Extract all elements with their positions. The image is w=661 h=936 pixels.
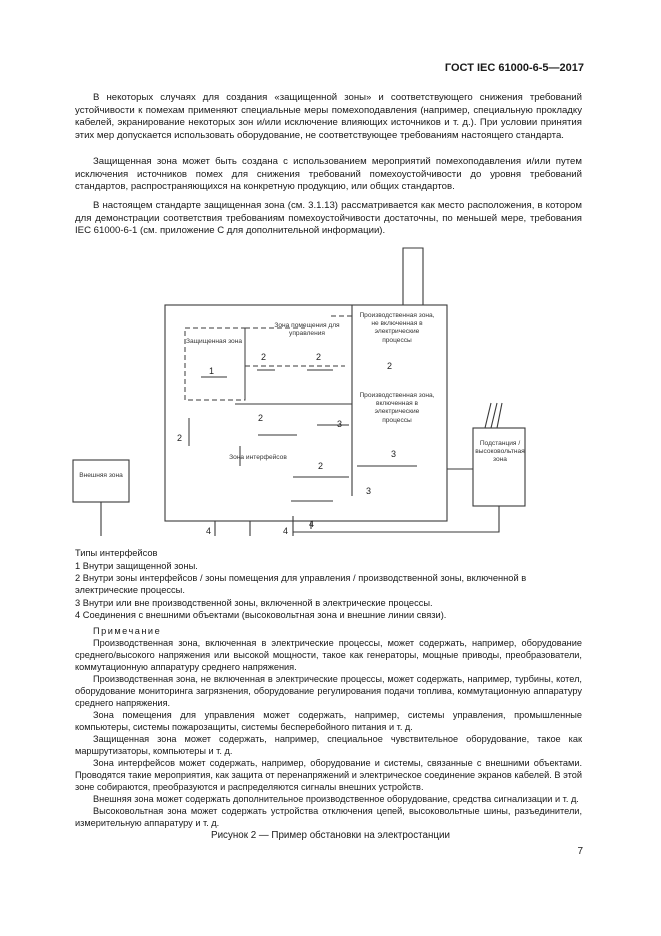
production-zone-involved-label: Производственная зона, включенная в элек…	[359, 392, 435, 424]
interface-number: 3	[337, 419, 343, 429]
note-heading: Примечание	[93, 626, 162, 636]
interface-number: 2	[387, 361, 393, 371]
note-item: Защищенная зона может содержать, наприме…	[75, 734, 582, 756]
interface-zone-label: Зона интерфейсов	[229, 454, 287, 461]
paragraph-1: В некоторых случаях для создания «защище…	[75, 92, 582, 141]
note-item: Высоковольтная зона может содержать устр…	[75, 806, 582, 828]
page-number: 7	[577, 846, 583, 857]
interface-number: 2	[258, 413, 264, 423]
interface-number: 3	[391, 449, 397, 459]
interface-number: 2	[261, 352, 267, 362]
interface-number: 4	[283, 526, 289, 536]
protected-zone-label: Защищенная зона	[185, 338, 243, 345]
interface-number: 2	[318, 461, 324, 471]
chimney	[402, 247, 424, 305]
note-item: Внешняя зона может содержать дополнитель…	[93, 794, 579, 804]
hv-substation-label: Подстанция / высоковольтная зона	[475, 440, 525, 464]
interface-number: 2	[177, 433, 183, 443]
interface-number: 4	[309, 519, 315, 529]
standard-header: ГОСТ IEC 61000-6-5—2017	[444, 62, 584, 74]
legend-item: 3 Внутри или вне производственной зоны, …	[75, 598, 433, 608]
note-item: Производственная зона, не включенная в э…	[75, 674, 582, 708]
production-zone-not-involved-label: Производственная зона, не включенная в э…	[359, 312, 435, 344]
legend-item: 2 Внутри зоны интерфейсов / зоны помещен…	[75, 573, 527, 596]
control-room-zone-label: Зона помещения для управления	[274, 322, 340, 338]
note-item: Зона интерфейсов может содержать, наприм…	[75, 758, 582, 792]
external-zone-box	[72, 459, 130, 503]
interface-number: 1	[209, 366, 215, 376]
paragraph-2: Защищенная зона может быть создана с исп…	[75, 156, 582, 193]
note-item: Производственная зона, включенная в элек…	[75, 638, 582, 672]
power-plant-diagram: Защищенная зона Зона помещения для управ…	[65, 246, 535, 536]
figure-caption: Рисунок 2 — Пример обстановки на электро…	[211, 830, 450, 841]
interface-number: 4	[206, 526, 212, 536]
paragraph-3: В настоящем стандарте защищенная зона (с…	[75, 200, 582, 237]
plant-boundary	[164, 304, 448, 522]
legend-title: Типы интерфейсов	[75, 548, 158, 558]
diagram-lines	[72, 247, 526, 536]
legend-item: 4 Соединения с внешними объектами (высок…	[75, 610, 447, 620]
interface-number: 2	[316, 352, 322, 362]
external-zone-label: Внешняя зона	[79, 472, 123, 479]
note-item: Зона помещения для управления может соде…	[75, 710, 582, 732]
legend-item: 1 Внутри защищенной зоны.	[75, 561, 198, 571]
interface-number: 3	[366, 486, 372, 496]
